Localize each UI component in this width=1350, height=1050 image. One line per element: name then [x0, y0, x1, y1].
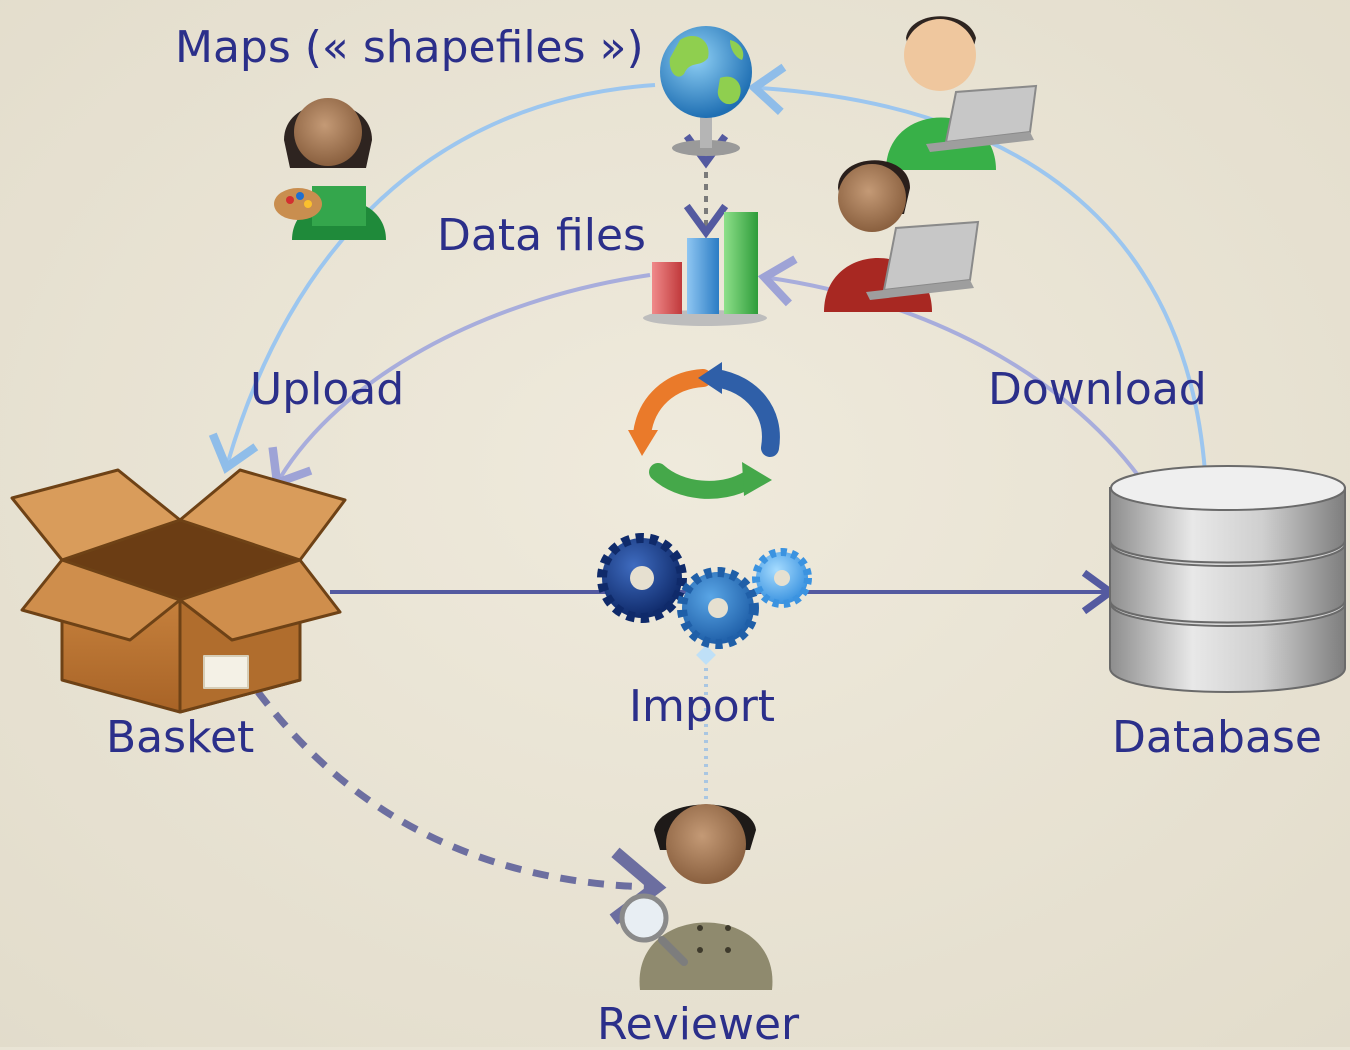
- database-icon: [1109, 465, 1346, 693]
- bar-chart-icon: [643, 212, 767, 326]
- gears-icon: [597, 533, 812, 649]
- maps-label: Maps (« shapefiles »): [175, 22, 644, 73]
- globe-icon: [660, 26, 752, 156]
- data-upload-arc: [268, 273, 651, 489]
- reviewer-label: Reviewer: [597, 999, 800, 1050]
- data-files-label: Data files: [437, 210, 646, 261]
- reviewer-person-icon: [619, 804, 773, 990]
- user-laptop-icon: [824, 160, 980, 312]
- import-label: Import: [629, 681, 776, 732]
- maps-download-arc: [747, 63, 1207, 473]
- painter-person-icon: [274, 98, 386, 240]
- maps-upload-arc: [208, 83, 656, 474]
- database-label: Database: [1112, 712, 1322, 763]
- review-dashed-arc: [255, 689, 667, 925]
- link-diamond: [696, 645, 716, 665]
- download-label: Download: [988, 364, 1207, 415]
- upload-label: Upload: [250, 364, 405, 415]
- refresh-cycle-icon: [628, 362, 780, 499]
- basket-label: Basket: [106, 712, 255, 763]
- box-icon: [10, 468, 347, 714]
- user-laptop-icon: [886, 16, 1038, 170]
